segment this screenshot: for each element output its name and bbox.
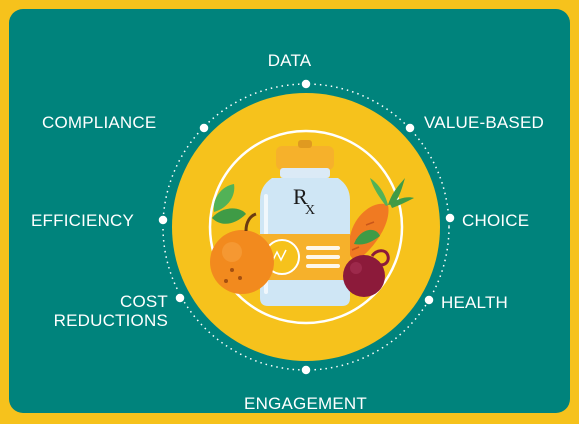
label-choice: CHOICE (462, 211, 530, 230)
node-dot-choice (444, 212, 456, 224)
inner-ring (208, 129, 404, 325)
node-dot-data (300, 78, 312, 90)
rx-subscript: X (305, 203, 315, 218)
label-cost-reductions: COST REDUCTIONS (26, 292, 168, 330)
beet-icon (343, 229, 390, 297)
bottle-cap (276, 146, 334, 170)
label-engagement: ENGAGEMENT (244, 394, 367, 413)
label-compliance: COMPLIANCE (42, 113, 157, 132)
label-value-based: VALUE-BASED (424, 113, 544, 132)
leaf-icon (212, 184, 246, 224)
node-dot-value-based (404, 122, 416, 134)
bottle-icon (260, 140, 350, 306)
label-efficiency: EFFICIENCY (31, 211, 135, 230)
label-health: HEALTH (441, 293, 509, 312)
node-dot-efficiency (157, 214, 169, 226)
node-dot-cost (174, 292, 186, 304)
node-dot-engagement (300, 364, 312, 376)
rx-symbol: R (293, 184, 308, 209)
node-dot-compliance (198, 122, 210, 134)
label-cost-line1: COST (119, 292, 168, 311)
dotted-ring (162, 83, 450, 371)
node-dot-health (423, 294, 435, 306)
orange-icon (210, 212, 274, 294)
label-cost-line2: REDUCTIONS (53, 311, 168, 330)
label-data: DATA (267, 51, 312, 70)
